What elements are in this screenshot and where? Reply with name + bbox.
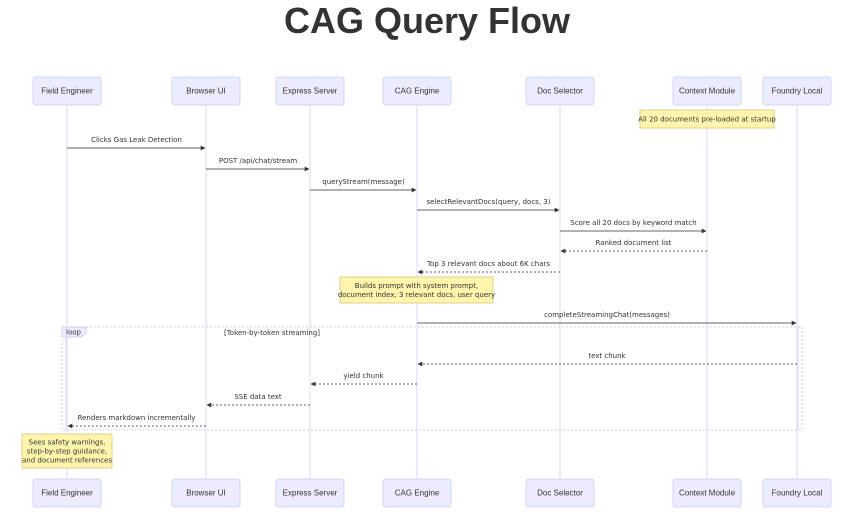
participant-label: Express Server <box>283 489 338 498</box>
loop-keyword: loop <box>66 329 82 337</box>
message-2: POST /api/chat/stream <box>206 157 310 172</box>
participant-express-server-top: Express Server <box>275 76 345 106</box>
participant-browser-ui-bottom: Browser UI <box>171 478 241 508</box>
participant-label: Doc Selector <box>537 87 583 96</box>
message-label: Renders markdown incrementally <box>78 414 196 422</box>
message-12: Renders markdown incrementally <box>67 414 206 429</box>
loop-condition-label: [Token-by-token streaming] <box>224 329 320 337</box>
message-label: completeStreamingChat(messages) <box>544 311 670 319</box>
participant-box <box>762 76 832 106</box>
message-label: selectRelevantDocs(query, docs, 3) <box>427 198 551 206</box>
participant-label: Field Engineer <box>41 489 93 498</box>
participant-context-module-top: Context Module <box>672 76 742 106</box>
participant-express-server-bottom: Express Server <box>275 478 345 508</box>
participant-box <box>171 76 241 106</box>
participant-cag-engine-top: CAG Engine <box>382 76 452 106</box>
note-1: All 20 documents pre-loaded at startup <box>638 109 776 129</box>
participant-box <box>525 478 595 508</box>
message-label: yield chunk <box>343 372 384 380</box>
participant-box <box>275 76 345 106</box>
message-8: completeStreamingChat(messages) <box>417 311 797 326</box>
note-box <box>339 276 494 304</box>
participant-label: Browser UI <box>186 87 226 96</box>
note-3: Sees safety warnings,step-by-step guidan… <box>21 433 113 469</box>
message-label: queryStream(message) <box>322 178 405 186</box>
participant-label: Field Engineer <box>41 87 93 96</box>
message-5: Score all 20 docs by keyword match <box>560 219 707 234</box>
participant-box <box>382 76 452 106</box>
participant-context-module-bottom: Context Module <box>672 478 742 508</box>
participant-label: Express Server <box>283 87 338 96</box>
message-label: POST /api/chat/stream <box>219 157 297 165</box>
message-label: text chunk <box>588 352 626 360</box>
message-6: Ranked document list <box>560 239 707 254</box>
participant-label: Context Module <box>679 87 736 96</box>
note-2: Builds prompt with system prompt,documen… <box>338 276 495 304</box>
message-9: text chunk <box>417 352 797 367</box>
message-label: SSE data text <box>234 393 282 401</box>
note-text-line: step-by-step guidance, <box>27 448 107 456</box>
participant-cag-engine-bottom: CAG Engine <box>382 478 452 508</box>
participant-box <box>382 478 452 508</box>
participant-label: CAG Engine <box>395 87 440 96</box>
participant-foundry-local-top: Foundry Local <box>762 76 832 106</box>
participant-box <box>32 478 102 508</box>
note-text-line: All 20 documents pre-loaded at startup <box>638 116 776 124</box>
note-box <box>639 109 775 129</box>
message-10: yield chunk <box>310 372 417 387</box>
message-1: Clicks Gas Leak Detection <box>67 136 206 151</box>
loop-keyword-tab <box>61 326 87 338</box>
message-label: Ranked document list <box>595 239 671 247</box>
note-box <box>21 433 113 469</box>
message-11: SSE data text <box>206 393 310 408</box>
message-7: Top 3 relevant docs about 6K chars <box>417 260 560 275</box>
message-4: selectRelevantDocs(query, docs, 3) <box>417 198 560 213</box>
participant-field-engineer-bottom: Field Engineer <box>32 478 102 508</box>
participant-box <box>672 478 742 508</box>
participant-label: Context Module <box>679 489 736 498</box>
message-3: queryStream(message) <box>310 178 417 193</box>
note-text-line: document index, 3 relevant docs, user qu… <box>338 291 495 299</box>
participant-field-engineer-top: Field Engineer <box>32 76 102 106</box>
participant-label: CAG Engine <box>395 489 440 498</box>
message-label: Score all 20 docs by keyword match <box>570 219 696 227</box>
message-label: Clicks Gas Leak Detection <box>91 136 182 144</box>
note-text-line: and document references <box>22 457 112 465</box>
note-text-line: Builds prompt with system prompt, <box>355 282 478 290</box>
participant-box <box>525 76 595 106</box>
diagram-title: CAG Query Flow <box>283 0 571 41</box>
participant-box <box>762 478 832 508</box>
participant-box <box>275 478 345 508</box>
participant-box <box>171 478 241 508</box>
participant-label: Foundry Local <box>772 489 823 498</box>
participant-doc-selector-top: Doc Selector <box>525 76 595 106</box>
participant-label: Browser UI <box>186 489 226 498</box>
participant-foundry-local-bottom: Foundry Local <box>762 478 832 508</box>
participant-box <box>672 76 742 106</box>
participant-label: Doc Selector <box>537 489 583 498</box>
participant-browser-ui-top: Browser UI <box>171 76 241 106</box>
message-label: Top 3 relevant docs about 6K chars <box>426 260 550 268</box>
note-text-line: Sees safety warnings, <box>29 439 106 447</box>
loop-frame <box>61 326 803 431</box>
participant-label: Foundry Local <box>772 87 823 96</box>
participant-box <box>32 76 102 106</box>
participant-doc-selector-bottom: Doc Selector <box>525 478 595 508</box>
